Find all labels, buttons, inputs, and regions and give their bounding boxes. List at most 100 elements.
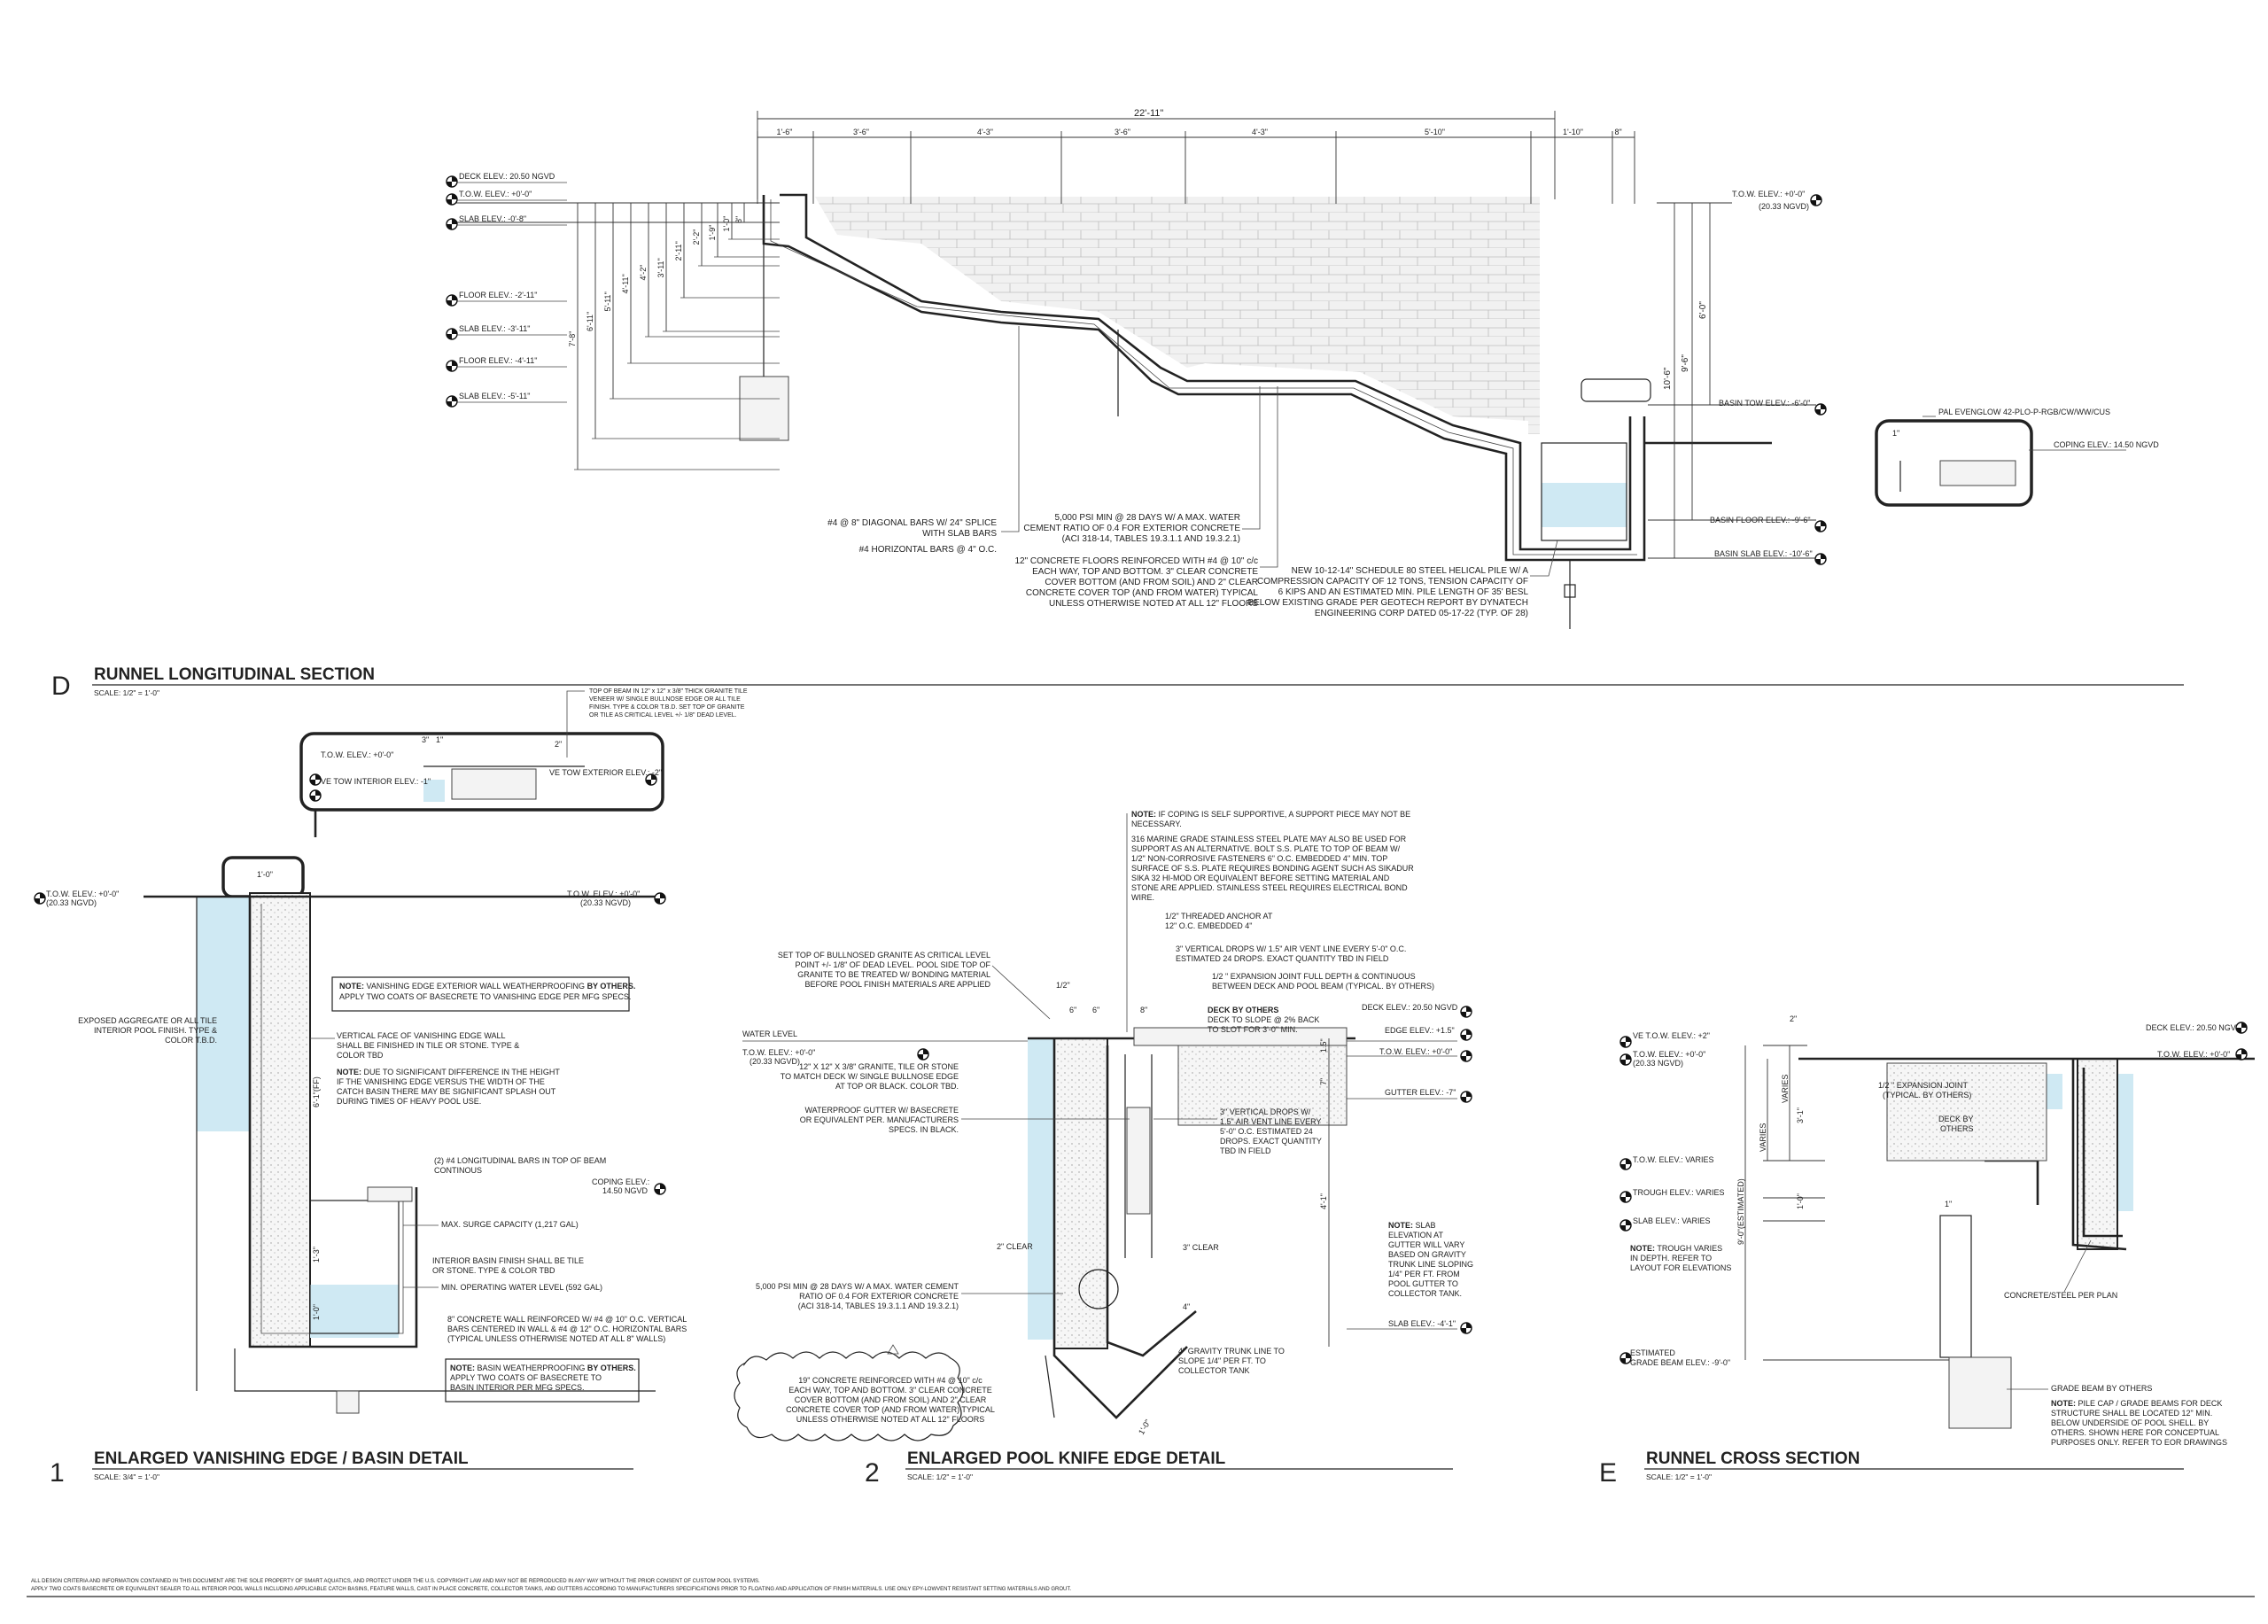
svg-text:NEW 10-12-14" SCHEDULE 80 STEE: NEW 10-12-14" SCHEDULE 80 STEEL HELICAL … (1292, 566, 1529, 576)
elevation-target (1460, 1050, 1472, 1062)
left-elev-6: SLAB ELEV.: -5'-11" (459, 392, 530, 400)
svg-text:WATERPROOF GUTTER W/ BASECRETE: WATERPROOF GUTTER W/ BASECRETE (804, 1106, 959, 1115)
top-dim-7: 8" (1615, 128, 1622, 136)
svg-text:DECK ELEV.: 20.50 NGVD: DECK ELEV.: 20.50 NGVD (1362, 1003, 1458, 1012)
top-dim-1: 3'-6" (853, 128, 869, 136)
svg-text:TROUGH ELEV.: VARIES: TROUGH ELEV.: VARIES (1633, 1188, 1725, 1197)
svg-text:CONCRETE COVER TOP (AND FROM W: CONCRETE COVER TOP (AND FROM WATER) TYPI… (1026, 588, 1259, 598)
footer-line-2: APPLY TWO COATS BASECRETE OR EQUIVALENT … (31, 1587, 1071, 1592)
svg-text:1'-0": 1'-0" (312, 1304, 321, 1320)
svg-text:VE T.O.W. ELEV.: +2": VE T.O.W. ELEV.: +2" (1633, 1031, 1710, 1040)
svg-text:NOTE: TROUGH VARIES: NOTE: TROUGH VARIES (1630, 1244, 1722, 1253)
plate-note-line: SURFACE OF S.S. PLATE REQUIRES BONDING A… (1131, 864, 1414, 873)
section-e-letter: E (1599, 1458, 1617, 1488)
beam-dim: 1'-0" (257, 870, 273, 879)
svg-text:IF THE VANISHING EDGE VERSUS T: IF THE VANISHING EDGE VERSUS THE WIDTH O… (337, 1077, 545, 1086)
left-vdim-2: 5'-11" (603, 291, 612, 311)
right-elev-1: (20.33 NGVD) (1759, 202, 1809, 211)
rvdim-1: 6'-0" (1698, 301, 1708, 319)
elev-target (446, 175, 458, 188)
svg-text:T.O.W. ELEV.: +0'-0": T.O.W. ELEV.: +0'-0" (2157, 1050, 2230, 1059)
left-vdim-9: 1'-0" (722, 216, 731, 232)
svg-text:12" X 12" X 3/8" GRANITE, TILE: 12" X 12" X 3/8" GRANITE, TILE OR STONE (799, 1062, 959, 1071)
stone-wall (815, 197, 1540, 434)
plate-note-line: 1/2" NON-CORROSIVE FASTENERS 6" O.C. EMB… (1131, 854, 1387, 863)
svg-text:PURPOSES ONLY. REFER TO EOR DR: PURPOSES ONLY. REFER TO EOR DRAWINGS (2051, 1438, 2227, 1447)
svg-text:4'-1": 4'-1" (1319, 1193, 1328, 1209)
top-dim-0: 1'-6" (777, 128, 793, 136)
left-vdim-7: 2'-2" (692, 229, 701, 245)
svg-text:NOTE: IF COPING IS SELF SUPPOR: NOTE: IF COPING IS SELF SUPPORTIVE, A SU… (1131, 810, 1410, 819)
svg-text:NOTE: PILE CAP / GRADE BEAMS F: NOTE: PILE CAP / GRADE BEAMS FOR DECK (2051, 1399, 2222, 1408)
svg-text:6": 6" (1069, 1006, 1076, 1014)
svg-text:CATCH BASIN THERE MAY BE SIGNI: CATCH BASIN THERE MAY BE SIGNIFICANT SPL… (337, 1087, 556, 1096)
svg-text:ENGINEERING CORP DATED 05-17-2: ENGINEERING CORP DATED 05-17-22 (TYP. OF… (1315, 609, 1528, 618)
svg-text:7": 7" (1319, 1078, 1328, 1085)
top-dim-5: 5'-10" (1425, 128, 1445, 136)
svg-text:2": 2" (1790, 1014, 1797, 1023)
svg-text:OR STONE. TYPE & COLOR TBD: OR STONE. TYPE & COLOR TBD (432, 1266, 555, 1275)
svg-text:CONTINOUS: CONTINOUS (434, 1166, 482, 1175)
svg-text:2" CLEAR: 2" CLEAR (997, 1242, 1033, 1251)
plate-note-line: SUPPORT AS AN ALTERNATIVE. BOLT S.S. PLA… (1131, 844, 1401, 853)
svg-text:SLOPE 1/4" PER FT. TO: SLOPE 1/4" PER FT. TO (1178, 1356, 1266, 1365)
inset-ve-ext: VE TOW EXTERIOR ELEV.: -2" (549, 768, 662, 777)
elevation-target (917, 1048, 929, 1061)
basin-water-1 (310, 1285, 399, 1338)
elevation-target (1619, 1219, 1632, 1232)
svg-text:1'-0": 1'-0" (1796, 1193, 1805, 1209)
svg-text:BETWEEN DECK AND POOL BEAM (TY: BETWEEN DECK AND POOL BEAM (TYPICAL. BY … (1212, 982, 1434, 991)
left-vdim-8: 1'-9" (708, 225, 717, 241)
svg-text:DROPS. EXACT QUANTITY: DROPS. EXACT QUANTITY (1220, 1137, 1322, 1146)
svg-text:COLOR T.B.D.: COLOR T.B.D. (165, 1036, 217, 1045)
svg-text:OTHERS: OTHERS (1940, 1124, 1974, 1133)
svg-text:1": 1" (1945, 1200, 1952, 1208)
svg-text:FINISH. TYPE & COLOR T.B.D. SE: FINISH. TYPE & COLOR T.B.D. SET TOP OF G… (589, 704, 745, 711)
svg-text:T.O.W. ELEV.: +0'-0": T.O.W. ELEV.: +0'-0" (742, 1048, 815, 1057)
section-e-title: RUNNEL CROSS SECTION (1646, 1449, 1860, 1468)
svg-text:T.O.W. ELEV.: +0'-0": T.O.W. ELEV.: +0'-0" (1379, 1047, 1452, 1056)
svg-text:NOTE: SLAB: NOTE: SLAB (1388, 1221, 1436, 1230)
svg-text:OR EQUIVALENT PER. MANUFACTURE: OR EQUIVALENT PER. MANUFACTURERS (800, 1115, 959, 1124)
svg-text:6": 6" (1092, 1006, 1099, 1014)
elev-target (446, 328, 458, 340)
svg-text:1/2": 1/2" (1056, 981, 1070, 990)
svg-text:(ACI 318-14, TABLES 19.3.1.1 A: (ACI 318-14, TABLES 19.3.1.1 AND 19.3.2.… (798, 1302, 959, 1310)
left-vdim-0: 7'-8" (568, 331, 577, 347)
basin-water (1542, 483, 1627, 527)
svg-text:LAYOUT FOR ELEVATIONS: LAYOUT FOR ELEVATIONS (1630, 1263, 1731, 1272)
svg-text:UNLESS OTHERWISE NOTED AT ALL: UNLESS OTHERWISE NOTED AT ALL 12" FLOORS (1049, 599, 1258, 609)
detail-1: T.O.W. ELEV.: +0'-0" VE TOW INTERIOR ELE… (46, 688, 748, 1488)
elevation-target (1460, 1029, 1472, 1041)
trunk-line (1078, 1269, 1119, 1309)
elevation-target (1460, 1006, 1472, 1018)
svg-text:DECK BY OTHERS: DECK BY OTHERS (1208, 1006, 1278, 1014)
svg-text:AT TOP OR BLACK. COLOR TBD.: AT TOP OR BLACK. COLOR TBD. (835, 1082, 959, 1091)
svg-text:1.5" AIR VENT LINE EVERY: 1.5" AIR VENT LINE EVERY (1220, 1117, 1321, 1126)
pool-shell (762, 193, 1646, 562)
svg-text:VENEER W/ SINGLE BULLNOSE EDGE: VENEER W/ SINGLE BULLNOSE EDGE OR ALL TI… (589, 696, 741, 703)
detail-1-number: 1 (50, 1458, 65, 1488)
overall-dim: 22'-11" (1134, 108, 1163, 119)
svg-text:1/2 " EXPANSION JOINT: 1/2 " EXPANSION JOINT (1878, 1081, 1969, 1090)
svg-text:IN DEPTH. REFER TO: IN DEPTH. REFER TO (1630, 1254, 1712, 1263)
svg-text:CONCRETE/STEEL PER PLAN: CONCRETE/STEEL PER PLAN (2004, 1291, 2117, 1300)
svg-text:(TYPICAL. BY OTHERS): (TYPICAL. BY OTHERS) (1883, 1091, 1971, 1100)
svg-text:12" CONCRETE FLOORS REINFORCED: 12" CONCRETE FLOORS REINFORCED WITH #4 @… (1014, 556, 1258, 566)
svg-text:6 KIPS AND AN ESTIMATED MIN. P: 6 KIPS AND AN ESTIMATED MIN. PILE LENGTH… (1278, 587, 1529, 597)
rvdim-2: 9'-6" (1681, 354, 1690, 372)
svg-text:NOTE: BASIN WEATHERPROOFING BY: NOTE: BASIN WEATHERPROOFING BY OTHERS. (450, 1364, 636, 1372)
right-elev-0: T.O.W. ELEV.: +0'-0" (1732, 190, 1805, 198)
svg-text:4": 4" (1183, 1302, 1190, 1311)
right-elev-3: BASIN FLOOR ELEV.: -9'-6" (1710, 516, 1811, 524)
elevation-target (2235, 1048, 2248, 1061)
svg-text:DURING TIMES OF HEAVY POOL USE: DURING TIMES OF HEAVY POOL USE. (337, 1097, 481, 1106)
left-column (739, 376, 789, 441)
left-elev-2: SLAB ELEV.: -0'-8" (459, 214, 526, 223)
elev-target (446, 360, 458, 372)
svg-text:TBD IN FIELD: TBD IN FIELD (1220, 1146, 1271, 1155)
svg-text:T.O.W. ELEV.: +0'-0": T.O.W. ELEV.: +0'-0" (567, 890, 640, 898)
svg-text:5,000 PSI MIN @ 28 DAYS W/ A M: 5,000 PSI MIN @ 28 DAYS W/ A MAX. WATER … (756, 1282, 959, 1291)
svg-text:GRADE BEAM BY OTHERS: GRADE BEAM BY OTHERS (2051, 1384, 2152, 1393)
top-dim-3: 3'-6" (1115, 128, 1130, 136)
